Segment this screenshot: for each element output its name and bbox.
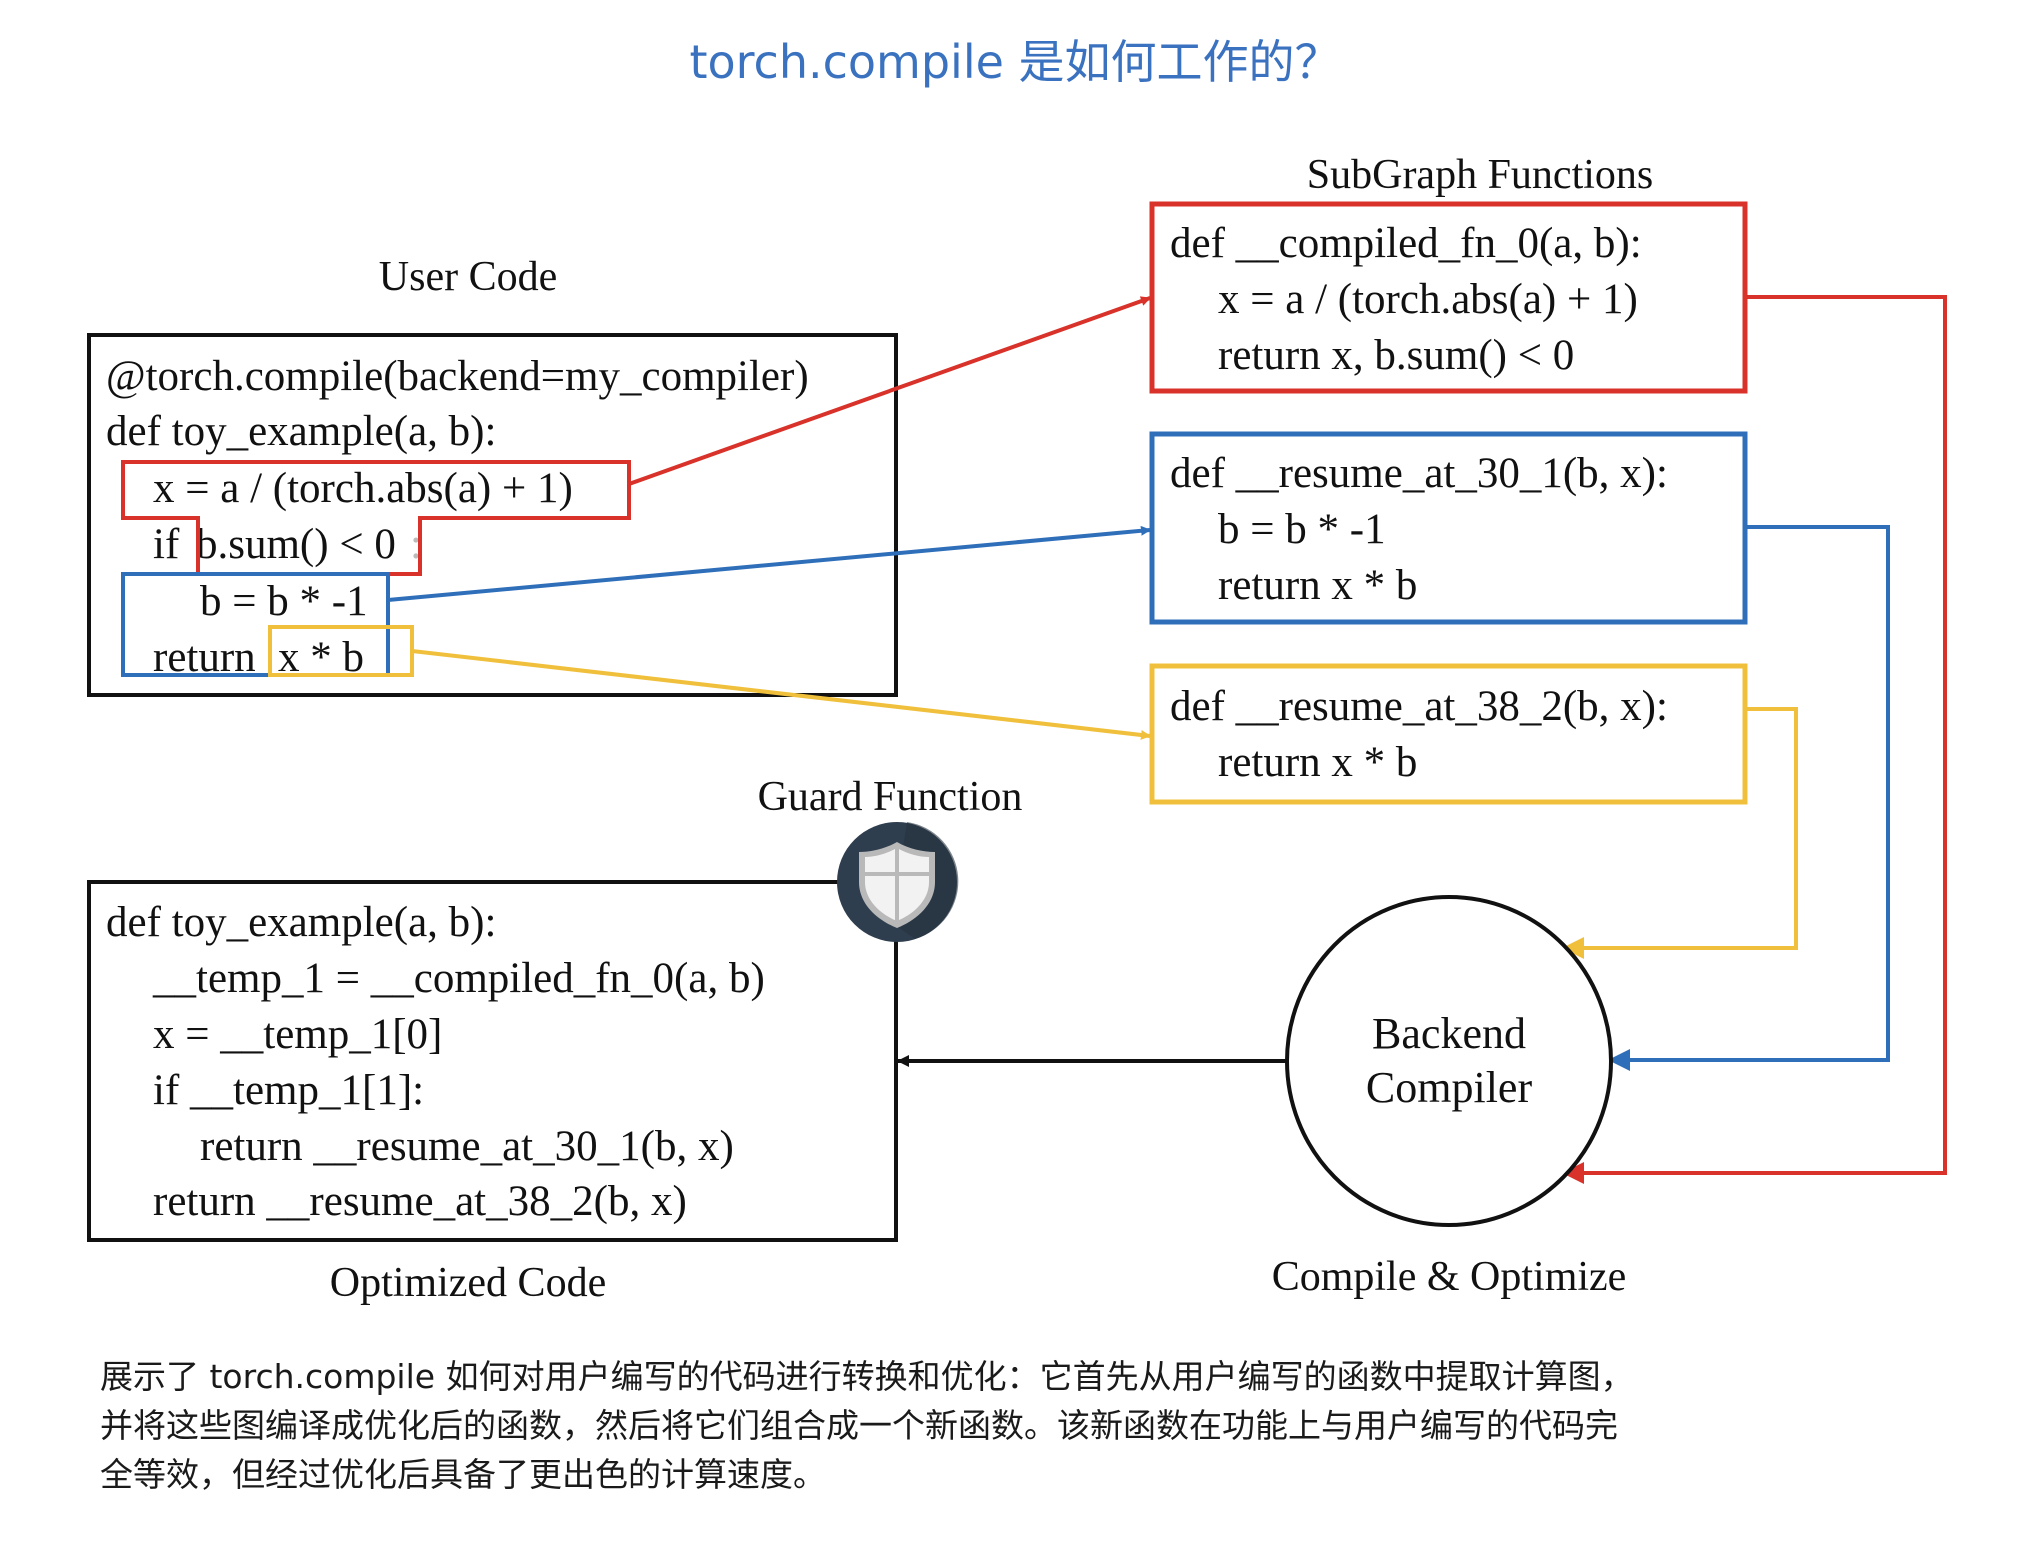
page-title: torch.compile 是如何工作的？ — [689, 35, 1340, 89]
code-line: b = b * -1 — [1218, 506, 1386, 553]
code-line: def toy_example(a, b): — [106, 408, 496, 455]
user-code-lines: @torch.compile(backend=my_compiler) def … — [106, 353, 809, 681]
yellow-connector — [411, 649, 1151, 740]
code-line: def __resume_at_30_1(b, x): — [1170, 450, 1668, 497]
red-highlight — [121, 460, 631, 576]
code-line: return x, b.sum() < 0 — [1218, 332, 1574, 379]
code-line: x = a / (torch.abs(a) + 1) — [153, 465, 573, 512]
user-code-box — [87, 333, 898, 697]
subgraph-label: SubGraph Functions — [1307, 152, 1654, 198]
caption-line: 展示了 torch.compile 如何对用户编写的代码进行转换和优化：它首先从… — [100, 1357, 1634, 1396]
red-connector — [628, 296, 1151, 486]
code-line: __temp_1 = __compiled_fn_0(a, b) — [152, 955, 765, 1002]
user-code-label: User Code — [379, 254, 557, 300]
caption: 展示了 torch.compile 如何对用户编写的代码进行转换和优化：它首先从… — [100, 1352, 1980, 1499]
backend-compiler-line1: Backend — [1372, 1009, 1526, 1058]
code-line: if — [153, 521, 180, 568]
caption-line: 并将这些图编译成优化后的函数，然后将它们组合成一个新函数。该新函数在功能上与用户… — [100, 1406, 1618, 1445]
caption-line: 全等效，但经过优化后具备了更出色的计算速度。 — [100, 1455, 826, 1494]
code-line: return x * b — [1218, 739, 1417, 786]
code-line: def __resume_at_38_2(b, x): — [1170, 683, 1668, 730]
compile-optimize-label: Compile & Optimize — [1272, 1254, 1627, 1300]
code-line: b = b * -1 — [200, 578, 368, 625]
code-line: @torch.compile(backend=my_compiler) — [106, 353, 809, 400]
optimized-code-box — [87, 880, 898, 1242]
code-line: return x * b — [1218, 562, 1417, 609]
code-line: def toy_example(a, b): — [106, 899, 496, 946]
blue-connector — [387, 525, 1151, 602]
code-line: b.sum() < 0 — [196, 521, 396, 568]
code-line: return __resume_at_30_1(b, x) — [200, 1123, 734, 1170]
code-line: : — [410, 521, 422, 568]
red-route — [1562, 295, 1947, 1184]
code-line: return __resume_at_38_2(b, x) — [153, 1178, 687, 1225]
optimized-code-label: Optimized Code — [330, 1260, 606, 1306]
backend-compiler-node — [1285, 895, 1613, 1227]
code-line: def __compiled_fn_0(a, b): — [1170, 220, 1642, 267]
shield-icon — [837, 822, 959, 942]
yellow-highlight — [268, 625, 414, 677]
code-line: x = __temp_1[0] — [153, 1011, 442, 1058]
code-line: if __temp_1[1]: — [153, 1067, 424, 1114]
resume-at-38-2-box — [1149, 663, 1748, 805]
backend-compiler-line2: Compiler — [1366, 1063, 1533, 1112]
code-line: x = a / (torch.abs(a) + 1) — [1218, 276, 1638, 323]
guard-function-label: Guard Function — [758, 774, 1023, 820]
yellow-route — [1562, 707, 1798, 959]
blue-route — [1608, 525, 1890, 1071]
